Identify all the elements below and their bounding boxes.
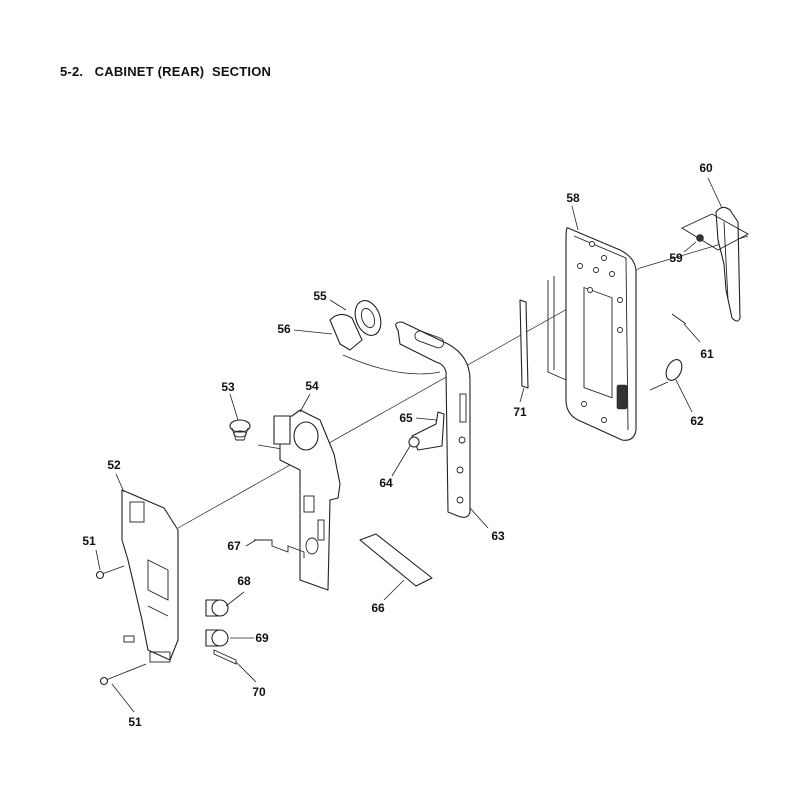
part-51-screw-lower (99, 663, 147, 686)
callout-51-upper: 51 (82, 534, 96, 548)
part-54-circuit-board (273, 409, 341, 591)
part-55-56-dial (329, 300, 382, 351)
callout-69: 69 (255, 631, 269, 645)
part-67-flex-strip (254, 539, 305, 558)
callout-71: 71 (513, 405, 527, 419)
callout-66: 66 (371, 601, 385, 615)
part-71-sheet (519, 299, 529, 389)
callout-54: 54 (305, 379, 319, 393)
callout-70: 70 (252, 685, 266, 699)
callout-65: 65 (399, 411, 413, 425)
page-title: 5-2. CABINET (REAR) SECTION (60, 64, 272, 79)
callout-55: 55 (313, 289, 327, 303)
callout-62: 62 (690, 414, 704, 428)
part-64-65-small-bracket (408, 411, 445, 451)
callout-68: 68 (237, 574, 251, 588)
callout-59: 59 (669, 251, 683, 265)
part-53-spring (229, 419, 251, 441)
callout-52: 52 (107, 458, 121, 472)
callout-67: 67 (227, 539, 241, 553)
callout-58: 58 (566, 191, 580, 205)
callout-63: 63 (491, 529, 505, 543)
part-70-plate (213, 649, 237, 665)
callout-61: 61 (700, 347, 714, 361)
part-59-screw (681, 213, 749, 251)
part-51-screw-upper (95, 565, 125, 580)
part-63-frame-bracket (395, 321, 471, 518)
part-69-switch (205, 629, 229, 647)
part-58-rear-cabinet (547, 227, 637, 441)
callout-56: 56 (277, 322, 291, 336)
part-61-pin (671, 313, 687, 325)
part-52-frame (121, 489, 179, 663)
leader-lines (95, 177, 723, 713)
callout-60: 60 (699, 161, 713, 175)
callout-64: 64 (379, 476, 393, 490)
part-60-side-grip (715, 206, 741, 322)
part-66-flat-cable (359, 533, 433, 587)
callout-51-lower: 51 (128, 715, 142, 729)
callout-53: 53 (221, 380, 235, 394)
part-68-switch (205, 599, 229, 617)
part-62-button-cap (649, 359, 683, 391)
